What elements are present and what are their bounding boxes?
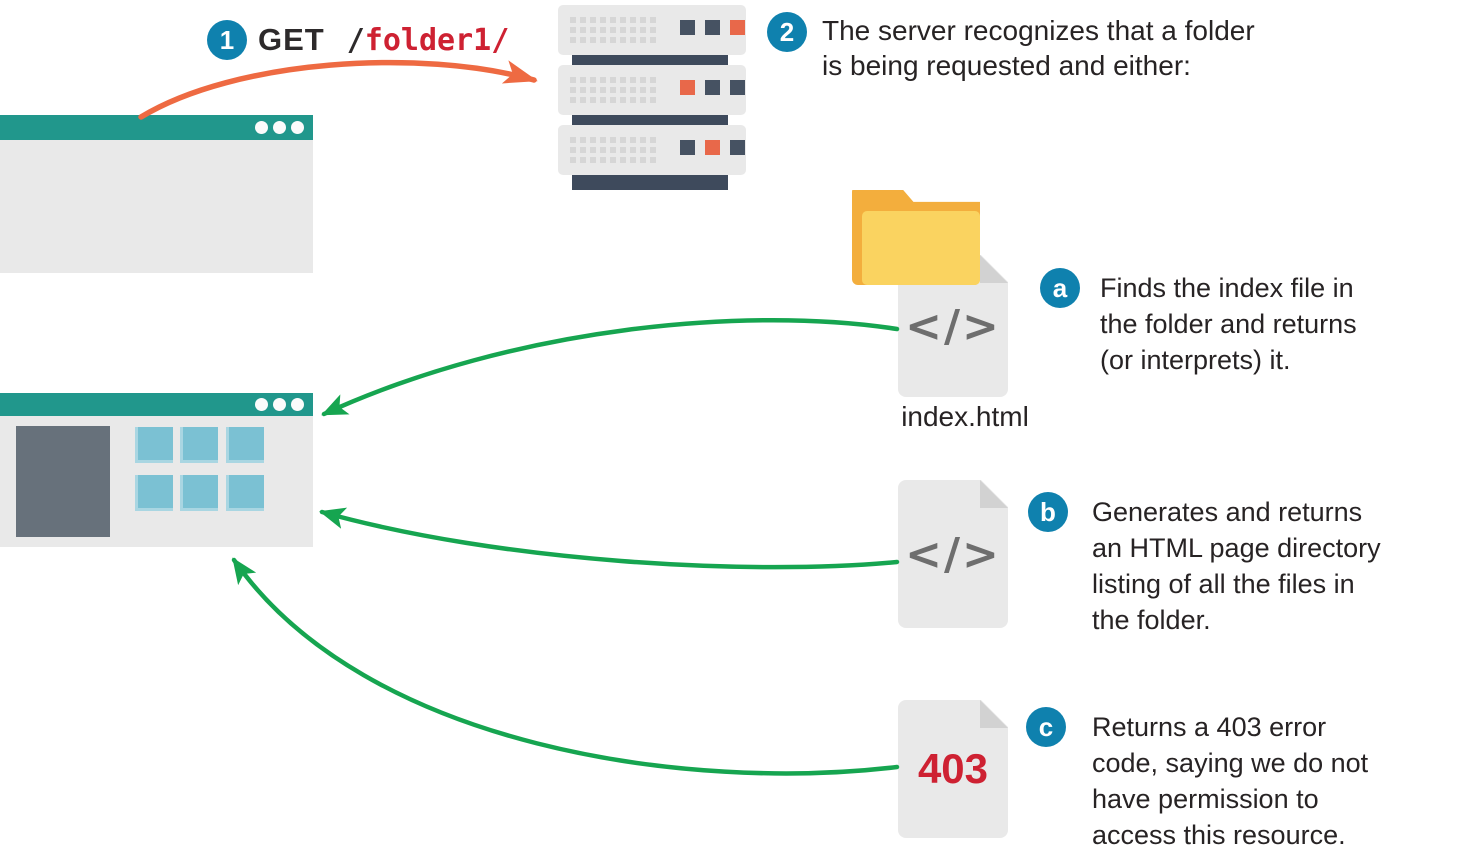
server-led — [705, 80, 720, 95]
server-unit — [558, 65, 746, 115]
server-connector-bar — [572, 48, 728, 66]
window-dot — [291, 121, 304, 134]
index-file-label: index.html — [901, 401, 1029, 432]
folder-front — [862, 211, 980, 285]
window-dot — [273, 121, 286, 134]
server-led — [680, 80, 695, 95]
server-led — [730, 20, 745, 35]
window-dot — [255, 121, 268, 134]
option-b-line: listing of all the files in — [1092, 569, 1355, 599]
response-arrow-b — [319, 507, 900, 570]
server-led — [705, 20, 720, 35]
option-b-line: Generates and returns — [1092, 497, 1363, 527]
response-tile — [135, 427, 173, 463]
step-2-line: The server recognizes that a folder — [822, 15, 1255, 46]
code-glyph: </> — [905, 528, 1001, 580]
browser-window-request — [0, 115, 313, 273]
server-led — [730, 140, 745, 155]
option-b-text: Generates and returns an HTML page direc… — [1092, 494, 1381, 638]
folder-icon — [852, 186, 980, 285]
request-arrow — [138, 59, 538, 120]
option-c-badge: c — [1026, 707, 1066, 747]
option-c-line: access this resource. — [1092, 820, 1346, 850]
response-tile — [226, 475, 264, 511]
option-a-text: Finds the index file in the folder and r… — [1100, 270, 1357, 378]
server-led — [680, 140, 695, 155]
request-label: GET / folder1/ — [258, 22, 509, 58]
response-tile — [226, 427, 264, 463]
window-dot — [291, 398, 304, 411]
requested-folder-path: folder1/ — [364, 23, 510, 58]
step-1-badge: 1 — [207, 20, 247, 60]
option-c-line: code, saying we do not — [1092, 748, 1369, 778]
response-arrow-a — [321, 317, 900, 417]
option-a-line: (or interprets) it. — [1100, 345, 1291, 375]
option-c-line: Returns a 403 error — [1092, 712, 1327, 742]
server-connector-bar — [572, 108, 728, 126]
step-2-text: The server recognizes that a folder is b… — [822, 13, 1255, 83]
option-c-line: have permission to — [1092, 784, 1319, 814]
window-titlebar — [0, 393, 313, 416]
http-method-label: GET — [258, 22, 325, 57]
window-dot — [255, 398, 268, 411]
error-403-file-icon: 403 — [898, 699, 1009, 838]
option-a-line: the folder and returns — [1100, 309, 1357, 339]
server-vent-grid — [570, 137, 656, 163]
window-dot — [273, 398, 286, 411]
server-vent-grid — [570, 17, 656, 43]
server-stack-icon — [558, 5, 746, 190]
path-root-slash: / — [346, 23, 365, 58]
server-unit — [558, 125, 746, 175]
response-arrow-c — [231, 557, 900, 776]
server-vent-grid — [570, 77, 656, 103]
server-unit — [558, 5, 746, 55]
error-code-label: 403 — [917, 745, 989, 792]
server-led — [680, 20, 695, 35]
step-2-badge: 2 — [767, 12, 807, 52]
server-led — [730, 80, 745, 95]
window-titlebar — [0, 115, 313, 140]
response-image-panel — [16, 426, 110, 537]
directory-listing-file-icon: </> — [898, 479, 1009, 628]
response-tile — [180, 427, 218, 463]
option-b-badge: b — [1028, 492, 1068, 532]
option-c-text: Returns a 403 error code, saying we do n… — [1092, 709, 1368, 853]
server-led — [705, 140, 720, 155]
response-tile — [180, 475, 218, 511]
option-b-line: the folder. — [1092, 605, 1211, 635]
server-base-bar — [572, 168, 728, 190]
code-glyph: </> — [905, 300, 1001, 352]
option-b-line: an HTML page directory — [1092, 533, 1381, 563]
browser-window-response — [0, 393, 313, 547]
option-a-line: Finds the index file in — [1100, 273, 1354, 303]
step-2-line: is being requested and either: — [822, 50, 1191, 81]
option-a-badge: a — [1040, 268, 1080, 308]
response-tile — [135, 475, 173, 511]
